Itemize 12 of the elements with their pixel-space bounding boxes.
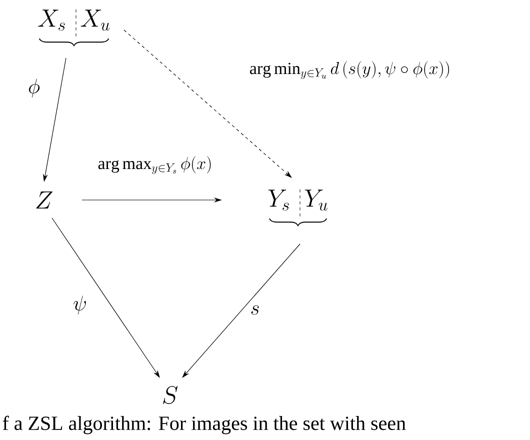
caption: f a ZSL algorithm: For images in the set with seen <box>2 416 406 434</box>
arrow <box>182 244 300 378</box>
set-pair: $Y_s$ $Y_u$ <box>268 189 328 226</box>
edge-label: $\arg\min_{y\in Y_u} d\left(s(y),\psi\circ\phi(x)\right)$ <box>250 61 450 80</box>
set-symbol: $S$ <box>163 386 178 404</box>
edge-label: $\arg\max_{y\in Y_s} \phi(x)$ <box>98 156 211 174</box>
edge-label: $\psi$ <box>74 296 86 314</box>
edge-label: $s$ <box>251 305 259 315</box>
set-pair: $X_s$ $X_u$ <box>38 9 110 46</box>
arrow <box>124 30 292 178</box>
set-symbol: $Z$ <box>36 192 52 208</box>
edge-label: $\phi$ <box>28 78 40 98</box>
